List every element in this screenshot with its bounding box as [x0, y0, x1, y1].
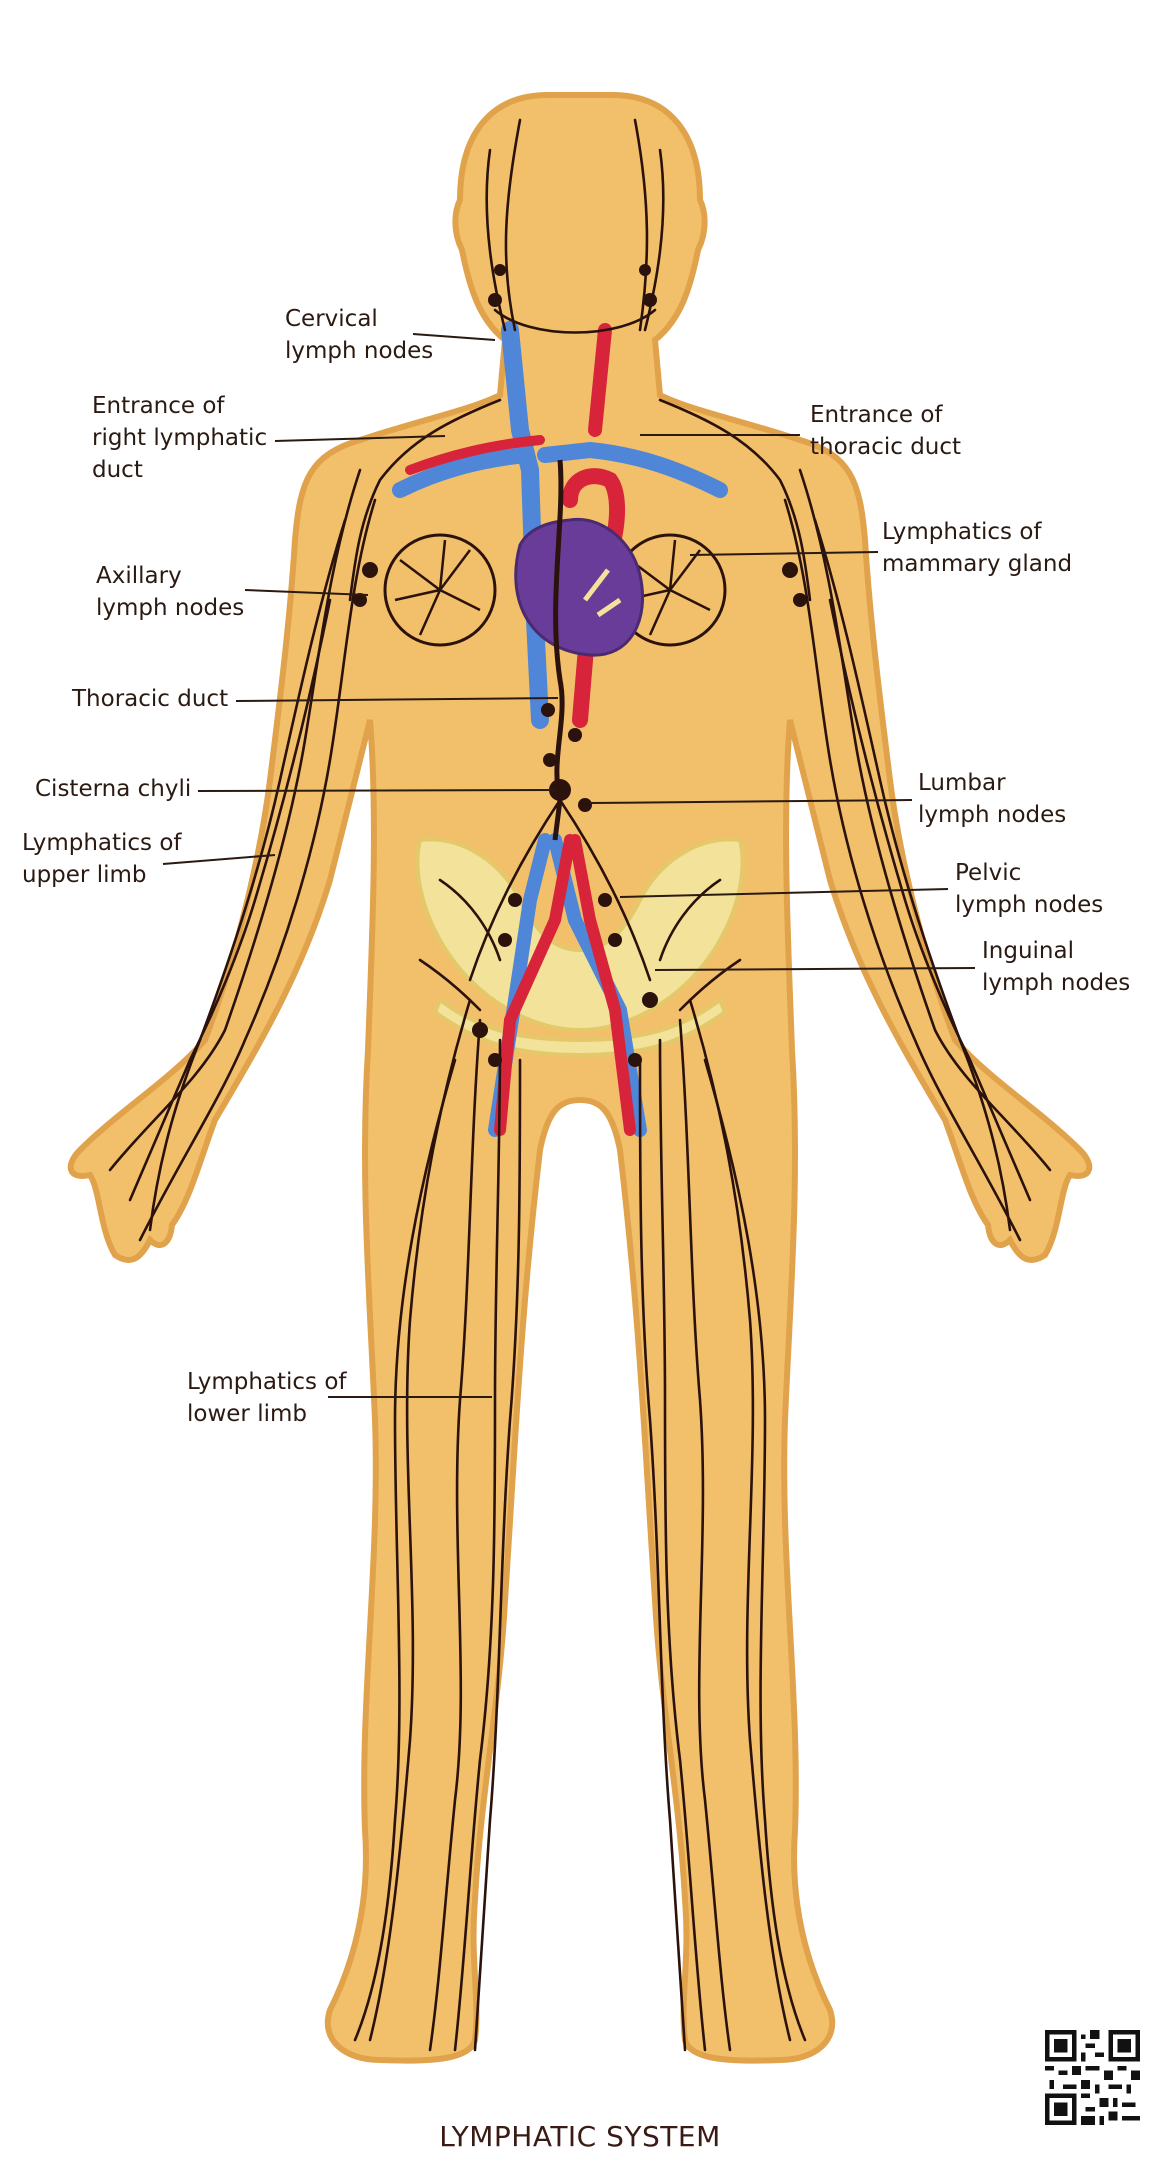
- cervical-node: [639, 264, 651, 276]
- cervical-node: [494, 264, 506, 276]
- cervical-node: [643, 293, 657, 307]
- lumbar-node: [578, 798, 592, 812]
- axillary-node: [362, 562, 378, 578]
- cervical-node: [488, 293, 502, 307]
- label-lumbar-lymph-nodes: Lumbar lymph nodes: [918, 767, 1066, 831]
- label-thoracic-duct: Thoracic duct: [72, 683, 228, 715]
- inguinal-node: [642, 992, 658, 1008]
- inguinal-node: [472, 1022, 488, 1038]
- qr-code-icon: [1045, 2030, 1140, 2125]
- axillary-node: [793, 593, 807, 607]
- label-upper-limb-lymphatics: Lymphatics of upper limb: [22, 827, 182, 891]
- duct-node: [568, 728, 582, 742]
- label-mammary-lymphatics: Lymphatics of mammary gland: [882, 516, 1072, 580]
- pelvic-node: [598, 893, 612, 907]
- pelvic-node: [508, 893, 522, 907]
- duct-node: [541, 703, 555, 717]
- label-cervical-lymph-nodes: Cervical lymph nodes: [285, 303, 433, 367]
- label-entrance-right-lymphatic-duct: Entrance of right lymphatic duct: [92, 390, 267, 486]
- axillary-node: [782, 562, 798, 578]
- inguinal-node: [628, 1053, 642, 1067]
- diagram-title: LYMPHATIC SYSTEM: [0, 2120, 1160, 2153]
- label-pelvic-lymph-nodes: Pelvic lymph nodes: [955, 857, 1103, 921]
- duct-node: [543, 753, 557, 767]
- label-entrance-thoracic-duct: Entrance of thoracic duct: [810, 399, 961, 463]
- label-lower-limb-lymphatics: Lymphatics of lower limb: [187, 1366, 347, 1430]
- pelvic-node: [498, 933, 512, 947]
- label-inguinal-lymph-nodes: Inguinal lymph nodes: [982, 935, 1130, 999]
- inguinal-node: [488, 1053, 502, 1067]
- label-cisterna-chyli: Cisterna chyli: [35, 773, 191, 805]
- label-axillary-lymph-nodes: Axillary lymph nodes: [96, 560, 244, 624]
- pelvic-node: [608, 933, 622, 947]
- leader-cisterna: [198, 790, 555, 791]
